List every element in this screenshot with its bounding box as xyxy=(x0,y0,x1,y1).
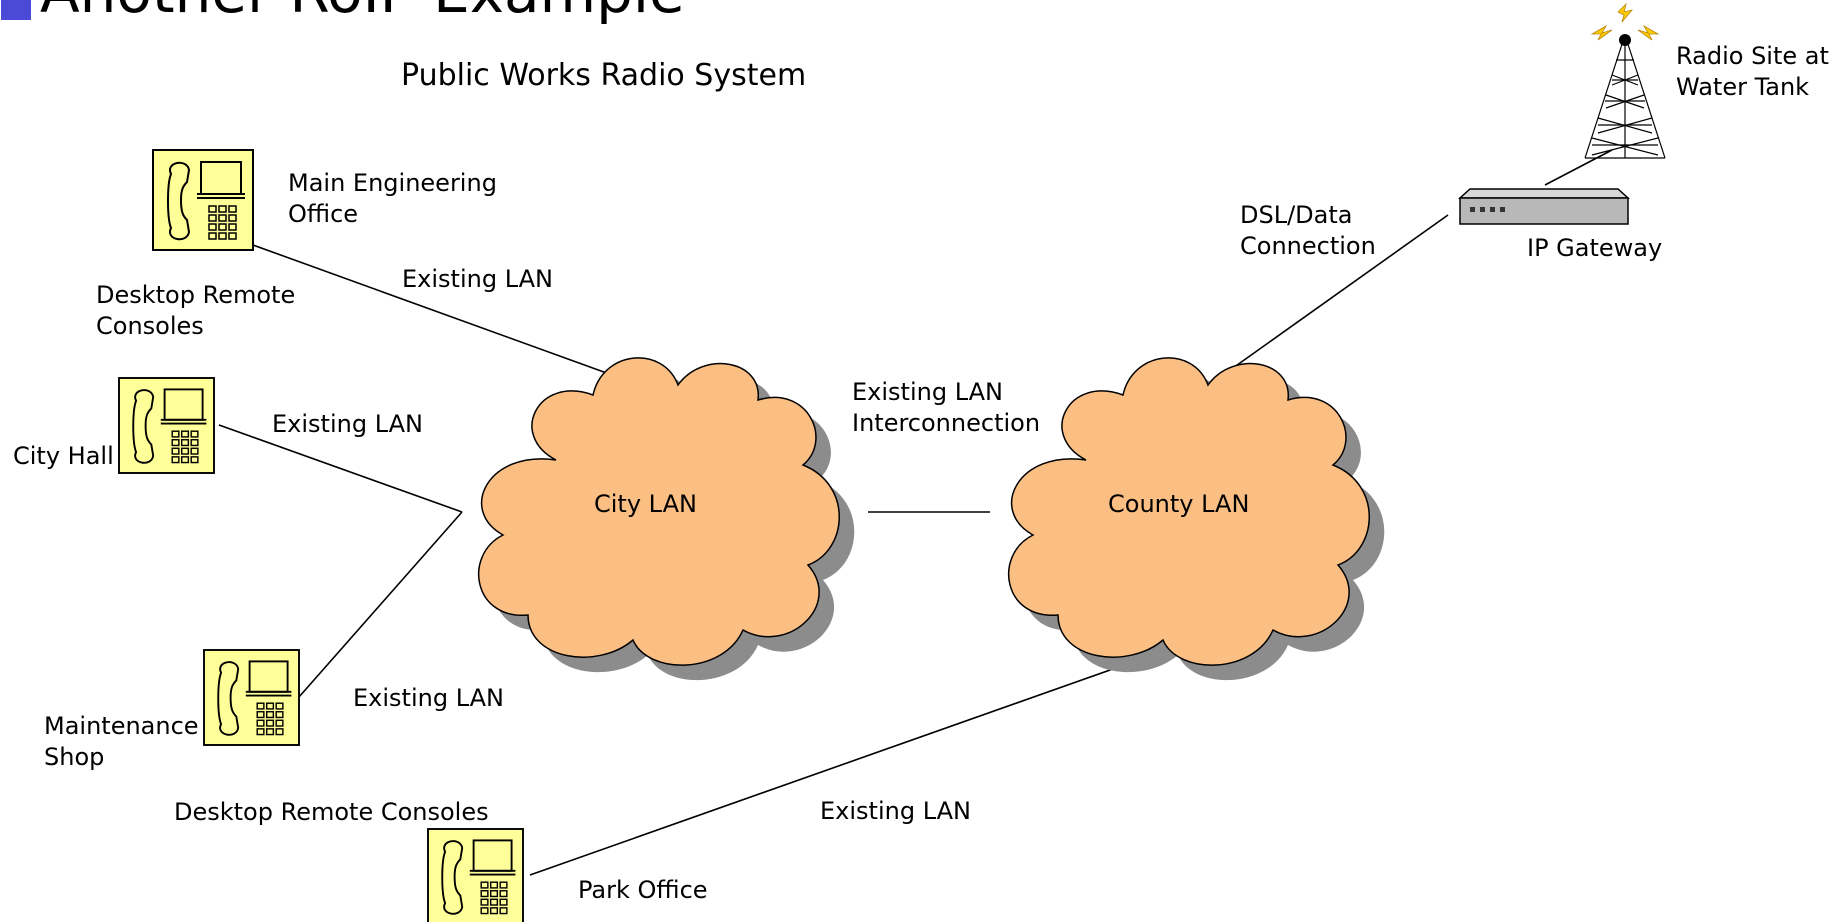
link-label-interconnect: Existing LAN Interconnection xyxy=(852,378,1041,437)
console-icon-city-hall xyxy=(118,377,215,474)
tower-beacon-icon xyxy=(1619,34,1631,46)
ip-gateway-icon xyxy=(1458,188,1630,225)
console-icon-park-office xyxy=(427,828,524,922)
console-icon-main-engineering xyxy=(152,149,254,251)
link-park xyxy=(529,645,1179,876)
city-hall-label: City Hall xyxy=(13,442,114,470)
radio-site-label: Radio Site at Water Tank xyxy=(1676,42,1829,101)
link-main-engineering xyxy=(252,244,649,389)
slide-title-text: Another RoIP Example xyxy=(40,0,685,26)
maintenance-shop-label: Maintenance Shop xyxy=(44,712,199,771)
city-lan-label: City LAN xyxy=(594,490,697,518)
radio-signal-icon xyxy=(1590,2,1660,41)
radio-tower-icon xyxy=(1584,34,1666,159)
link-tower xyxy=(1544,149,1613,186)
desktop-remote-consoles-bottom-label: Desktop Remote Consoles xyxy=(174,798,489,826)
diagram-subtitle: Public Works Radio System xyxy=(401,58,807,93)
link-label-maintenance: Existing LAN xyxy=(353,684,504,712)
link-maintenance xyxy=(298,511,463,698)
desktop-remote-consoles-top-label: Desktop Remote Consoles xyxy=(96,281,296,340)
link-city-hall xyxy=(218,424,463,513)
title-bullet xyxy=(1,0,31,20)
slide-title: Another RoIP Example xyxy=(40,0,685,24)
ip-gateway-label: IP Gateway xyxy=(1527,234,1663,262)
console-icon-maintenance xyxy=(203,649,300,746)
link-label-city-hall: Existing LAN xyxy=(272,410,423,438)
main-engineering-label: Main Engineering Office xyxy=(288,169,497,228)
park-office-label: Park Office xyxy=(578,876,708,904)
link-label-dsl: DSL/Data Connection xyxy=(1240,201,1376,260)
link-label-main: Existing LAN xyxy=(402,265,553,293)
link-label-park: Existing LAN xyxy=(820,797,971,825)
county-lan-label: County LAN xyxy=(1108,490,1250,518)
